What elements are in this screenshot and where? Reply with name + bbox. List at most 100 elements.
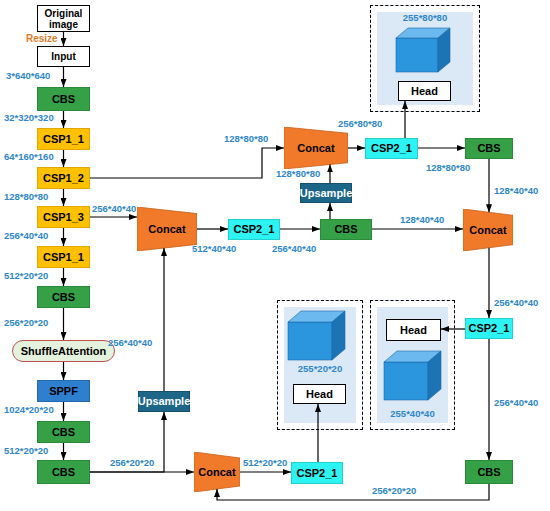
dimension-label: 256*40*40 xyxy=(92,204,136,215)
connector-arrow xyxy=(63,308,64,340)
block-label: Upsample xyxy=(138,395,191,407)
cube-face xyxy=(288,311,345,322)
connector-arrow xyxy=(90,471,194,472)
block-label: Concat xyxy=(198,466,235,478)
concat-node: Concat xyxy=(284,127,348,169)
concat-shape xyxy=(194,452,240,492)
connector-arrow xyxy=(197,228,228,229)
csp-block: CSP1_2 xyxy=(37,167,90,189)
concat-node: Concat xyxy=(463,209,513,251)
output-size: 255*20*20 xyxy=(278,364,362,374)
connector-arrow xyxy=(240,471,291,472)
conv-block: CBS xyxy=(37,460,90,484)
dimension-label: 128*40*40 xyxy=(494,186,538,197)
cube-face xyxy=(288,322,332,360)
block-label: CBS xyxy=(52,426,75,438)
concat-shape xyxy=(137,207,197,251)
connector-arrow xyxy=(404,101,405,138)
cube-face xyxy=(396,28,450,38)
block-label: CSP2_1 xyxy=(371,142,412,154)
block-label: CBS xyxy=(334,223,357,235)
image-box: Original image xyxy=(37,5,90,32)
conv-block: CBS xyxy=(37,286,90,308)
cube-face xyxy=(438,28,450,72)
connector-arrow xyxy=(441,328,465,329)
dimension-label: 512*20*20 xyxy=(4,271,48,282)
head-group: 255*80*80Head xyxy=(370,5,480,112)
block-label: CBS xyxy=(52,93,75,105)
head-group: 255*20*20Head xyxy=(277,300,363,430)
connector-arrow xyxy=(63,362,64,380)
connector-arrow xyxy=(90,148,284,178)
head-cube xyxy=(384,351,441,400)
dimension-label: 256*20*20 xyxy=(4,318,48,329)
dimension-label: 128*80*80 xyxy=(426,163,470,174)
block-label: CBS xyxy=(52,291,75,303)
dimension-label: 256*80*80 xyxy=(338,119,382,130)
cube-face xyxy=(332,311,345,360)
connector-arrow xyxy=(418,147,465,148)
concat-node: Concat xyxy=(194,452,240,492)
conv-block: CBS xyxy=(465,460,513,484)
csp-block: CSP2_1 xyxy=(365,138,418,159)
connector-arrow xyxy=(63,67,64,87)
concat-shape xyxy=(463,209,513,251)
image-box: Input xyxy=(37,46,90,67)
dimension-label: 512*40*40 xyxy=(192,244,236,255)
conv-block: CBS xyxy=(37,87,90,111)
connector-arrow xyxy=(488,339,489,460)
operation-label: Resize xyxy=(26,33,58,45)
block-label: Concat xyxy=(297,142,334,154)
block-label: ShuffleAttention xyxy=(21,345,107,357)
connector-arrow xyxy=(63,402,64,421)
cube-face xyxy=(396,38,438,72)
csp-block: CSP1_1 xyxy=(37,128,90,150)
block-label: Concat xyxy=(469,224,506,236)
csp-block: CSP2_1 xyxy=(465,318,513,339)
cube-face xyxy=(384,351,441,362)
connector-arrow xyxy=(488,248,489,318)
connector-arrow xyxy=(63,32,64,46)
block-label: Concat xyxy=(148,223,185,235)
connector-arrow xyxy=(163,248,164,391)
head-cube xyxy=(288,311,345,360)
block-label: CBS xyxy=(52,466,75,478)
block-label: CSP2_1 xyxy=(469,322,510,334)
dimension-label: 128*80*80 xyxy=(4,192,48,203)
concat-node: Concat xyxy=(137,207,197,251)
connector-arrow xyxy=(348,147,365,148)
output-size: 255*80*80 xyxy=(371,13,479,23)
block-label: Original image xyxy=(38,8,89,30)
connector-arrow xyxy=(329,164,330,183)
csp-block: CSP2_1 xyxy=(228,219,280,240)
conv-block: CBS xyxy=(320,219,372,240)
dimension-label: 256*40*40 xyxy=(4,231,48,242)
cube-face xyxy=(428,351,441,400)
output-size: 255*40*40 xyxy=(371,409,454,419)
connector-arrow xyxy=(90,216,137,217)
dimension-label: 32*320*320 xyxy=(4,113,54,124)
dimension-label: 256*40*40 xyxy=(494,298,538,309)
dimension-label: 512*20*20 xyxy=(4,446,48,457)
pooling-block: SPPF xyxy=(37,380,90,402)
block-label: Head xyxy=(411,85,438,97)
block-label: SPPF xyxy=(49,385,78,397)
block-label: CSP1_1 xyxy=(43,133,84,145)
connector-arrow xyxy=(90,412,164,472)
block-label: CSP1_1 xyxy=(43,251,84,263)
csp-block: CSP1_3 xyxy=(37,206,90,228)
dimension-label: 256*40*40 xyxy=(494,398,538,409)
conv-block: CBS xyxy=(465,138,513,159)
head-box: Head xyxy=(386,319,441,341)
cube-face xyxy=(384,362,428,400)
connector-arrow xyxy=(63,189,64,206)
block-label: CSP1_3 xyxy=(43,211,84,223)
connector-arrow xyxy=(63,268,64,286)
block-label: CSP1_2 xyxy=(43,172,84,184)
block-label: CSP2_1 xyxy=(297,467,338,479)
csp-block: CSP2_1 xyxy=(291,462,343,484)
connector-arrow xyxy=(317,404,318,462)
head-box: Head xyxy=(293,384,346,404)
